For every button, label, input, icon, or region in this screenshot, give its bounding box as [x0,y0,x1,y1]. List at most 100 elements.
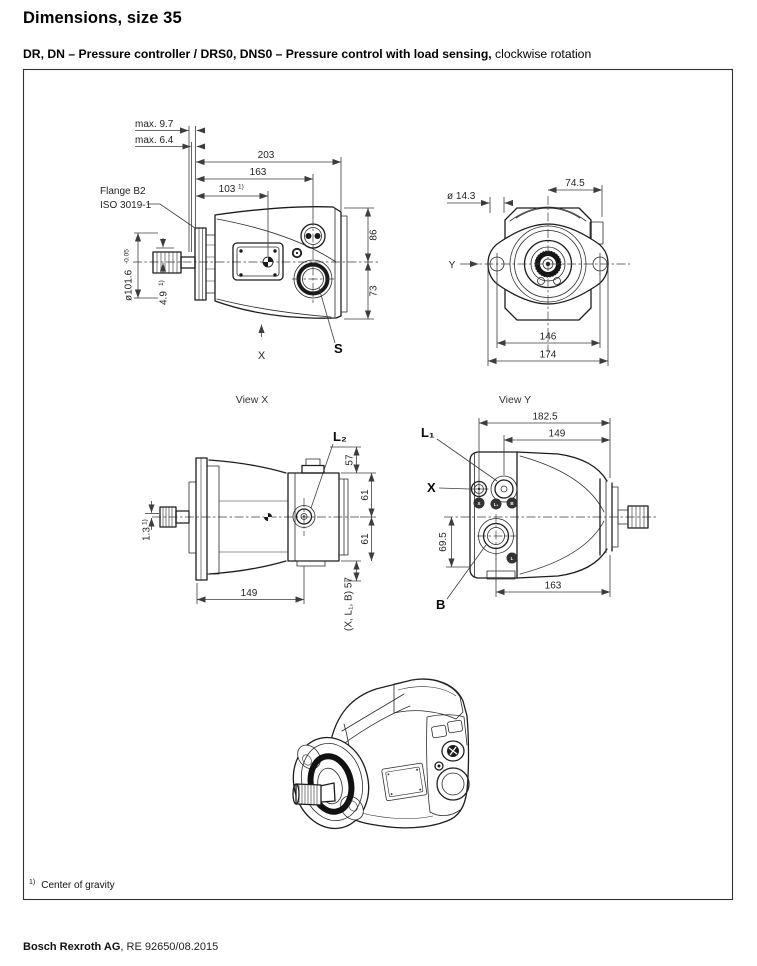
leader-line [438,487,471,490]
svg-text:ø 14.3: ø 14.3 [447,191,476,202]
front-view: 74.5 ø 14.3 Y 146 174 [447,178,630,366]
svg-text:182.5: 182.5 [532,412,557,423]
dim-149-viewx: 149 [196,566,305,604]
view-y-caption: View Y [499,394,531,406]
flange-hole-3d [302,754,312,766]
svg-text:ISO 3019-1: ISO 3019-1 [100,200,152,211]
side-view-part [133,206,378,319]
dim-max-6-4: max. 6.4 [135,135,206,150]
nameplate-3d [381,762,428,802]
dim-86: 86 [344,207,380,262]
svg-text:Flange B2: Flange B2 [100,186,146,197]
dim-174: 174 [487,268,609,366]
dim-163: 163 [196,167,314,218]
svg-text:149: 149 [549,429,566,440]
footer-company: Bosch Rexroth AG [23,941,121,953]
dim-163-viewy: 163 [495,554,611,597]
mounting-pad [232,242,284,281]
port-cover-3d [447,719,463,734]
svg-text:86: 86 [369,229,380,241]
front-view-part [468,196,630,352]
view-y: X L₁ B L 182.5 149 69.5 [421,412,658,612]
drain-hole [553,277,561,285]
center-of-gravity-symbol [262,256,274,268]
dim-149-viewy: 149 [503,429,610,475]
svg-text:1): 1) [142,519,149,525]
pump-housing [214,206,342,319]
svg-text:S: S [334,341,343,356]
leader-line [318,287,336,344]
dim-cog-offset: 1.3 1) [142,501,159,541]
svg-text:146: 146 [540,332,557,343]
badge-b: B [510,501,514,506]
svg-text:1.3: 1.3 [142,527,153,541]
dim-pilot-diameter: ø101.6 -0.05 [124,232,158,301]
svg-text:103: 103 [219,184,236,195]
svg-text:163: 163 [250,167,267,178]
svg-text:4.9: 4.9 [159,291,170,305]
section-subtitle: DR, DN – Pressure controller / DRS0, DNS… [23,47,591,61]
svg-text:X: X [427,480,436,495]
drain-hole [537,277,545,285]
svg-text:149: 149 [241,588,258,599]
drawing-frame [22,68,734,901]
port-badges: X L₁ B L [473,497,518,564]
dim-69-5: 69.5 [438,517,471,568]
leader-line [310,443,334,509]
shaft-neck [180,256,196,269]
mounting-flange [195,457,208,581]
dim-cog-height: 4.9 1) [156,238,174,305]
port-l2-label: L₂ [310,429,347,509]
svg-text:163: 163 [545,581,562,592]
svg-text:L₂: L₂ [333,429,347,444]
svg-text:61: 61 [360,533,371,545]
badge-x: X [477,501,480,506]
leader-line [446,544,487,600]
svg-text:max. 6.4: max. 6.4 [135,135,174,146]
svg-text:57: 57 [345,454,356,466]
view-x-arrow: X [258,324,266,362]
port-x-label: X [427,480,471,495]
leader-line [436,438,498,482]
leader-line [147,203,196,229]
top-block-3d [393,678,464,720]
svg-text:-0.05: -0.05 [124,249,131,264]
port-s-label: S [318,287,343,356]
footer-doc-number: , RE 92650/08.2015 [120,941,219,953]
adjuster-screw [305,458,321,466]
port-l1 [490,475,518,503]
flange-label: Flange B2 ISO 3019-1 [100,186,196,229]
svg-text:174: 174 [540,350,557,361]
adjuster-locknut [301,464,325,474]
page-footer: Bosch Rexroth AG, RE 92650/08.2015 [23,941,218,953]
view-y-arrow: Y [449,260,479,271]
side-view: max. 9.7 max. 6.4 203 163 103 [100,119,380,362]
shaft-spline [627,505,649,529]
svg-text:61: 61 [360,489,371,501]
footnote: 1)Center of gravity [29,879,115,891]
view-x-caption: View X [236,394,269,406]
page-title: Dimensions, size 35 [23,9,182,27]
dim-73: 73 [344,262,380,320]
dim-chain-right: 57 61 61 (X, L₁, B) 57 [330,446,376,631]
svg-text:203: 203 [258,150,275,161]
port-cover-3d [431,724,447,739]
svg-text:74.5: 74.5 [565,178,585,189]
badge-l1: L₁ [494,502,499,507]
svg-text:69.5: 69.5 [438,532,449,552]
svg-text:73: 73 [369,285,380,297]
pilot-ring [188,481,197,554]
svg-text:B: B [436,597,445,612]
dim-182-5: 182.5 [478,412,611,481]
dim-103: 103 1) [196,184,269,256]
footnote-marker: 1) [29,879,36,886]
svg-text:ø101.6: ø101.6 [124,269,135,301]
dim-74-5: 74.5 [548,178,603,217]
dim-203: 203 [196,150,342,211]
svg-text:1): 1) [158,280,165,286]
subtitle-regular: clockwise rotation [491,47,592,61]
port-l1-label: L₁ [421,425,498,482]
port-b-label: B [436,544,487,612]
